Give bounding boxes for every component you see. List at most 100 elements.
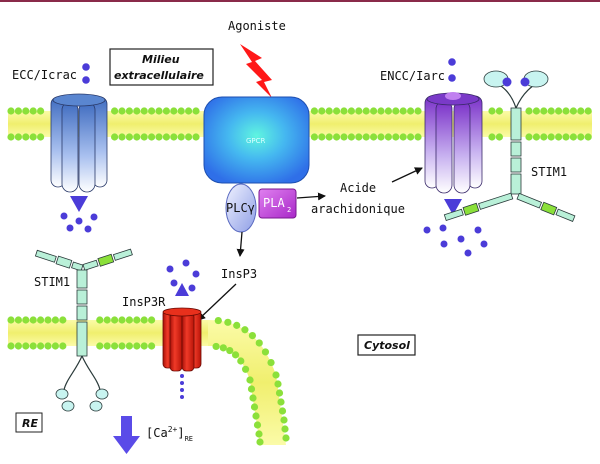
lipid-head — [162, 107, 170, 115]
acide-label-line1: Acide — [340, 181, 376, 195]
lipid-head — [212, 342, 220, 351]
lipid-head — [148, 316, 156, 324]
milieu-label-line1: Milieu — [142, 53, 180, 66]
ions-below-ecc — [60, 212, 98, 233]
lipid-head — [29, 107, 37, 115]
lipid-head — [219, 344, 227, 352]
lipid-head — [44, 342, 52, 350]
ca-decrease-arrow-icon — [113, 416, 140, 454]
pla2-subscript: 2 — [287, 206, 291, 214]
lipid-head — [37, 107, 45, 115]
lipid-head — [577, 107, 585, 115]
lipid-head — [325, 107, 333, 115]
lipid-head — [532, 133, 541, 141]
lipid-head — [547, 107, 555, 115]
lipid-head — [256, 438, 264, 446]
insp3r-flow-chevron-icon — [175, 283, 189, 296]
ecc-channel — [50, 93, 108, 193]
lipid-head — [224, 318, 232, 326]
ca-re-label: [Ca2+]RE — [146, 425, 193, 443]
lipid-head — [59, 342, 67, 350]
er-membrane-lipid-heads-bottom — [7, 342, 264, 446]
lipid-head — [148, 342, 156, 350]
lipid-head — [362, 133, 370, 141]
lipid-head — [275, 389, 284, 397]
lipid-head — [231, 351, 240, 359]
lipid-head — [414, 133, 422, 141]
cytosol-box — [357, 334, 416, 356]
lipid-head — [241, 326, 249, 334]
lipid-head — [226, 346, 234, 355]
lipid-head — [252, 412, 260, 420]
insp3r-flow-dots — [180, 374, 184, 399]
lipid-head — [392, 133, 400, 141]
lipid-head — [140, 107, 148, 115]
ions-above-ecc — [82, 63, 90, 84]
lipid-head — [355, 133, 363, 141]
insp3-label: InsP3 — [221, 267, 257, 281]
stim1-right-label: STIM1 — [531, 165, 567, 179]
acide-label-line2: arachidonique — [311, 202, 405, 216]
agoniste-label: Agoniste — [228, 19, 286, 33]
lipid-head — [14, 133, 22, 141]
ions-above-insp3r — [166, 259, 200, 292]
plasma-membrane-lipid-heads-bottom — [7, 133, 592, 141]
stim1-left-protein — [34, 248, 133, 412]
stim1-left-label: STIM1 — [34, 275, 70, 289]
encc-channel — [424, 92, 483, 194]
lipid-head — [333, 133, 341, 141]
lipid-head — [214, 316, 222, 325]
lipid-head — [22, 316, 30, 324]
lipid-head — [185, 133, 193, 141]
lipid-head — [562, 133, 570, 141]
lipid-head — [185, 107, 193, 115]
lipid-head — [562, 107, 570, 115]
lipid-head — [525, 133, 533, 141]
lipid-head — [261, 348, 270, 356]
gpcr-receptor — [203, 96, 310, 184]
lipid-head — [7, 133, 15, 141]
lipid-head — [7, 107, 15, 115]
lipid-head — [277, 398, 285, 406]
lipid-head — [310, 107, 318, 115]
lipid-head — [155, 107, 163, 115]
lipid-head — [247, 385, 256, 393]
lipid-head — [133, 342, 141, 350]
lipid-head — [255, 430, 263, 438]
top-border — [0, 0, 600, 2]
pla2-enzyme — [258, 188, 297, 219]
lipid-head — [125, 342, 133, 350]
lipid-head — [118, 133, 126, 141]
lipid-head — [155, 133, 163, 141]
lipid-head — [347, 107, 355, 115]
lipid-head — [555, 107, 563, 115]
lipid-head — [133, 316, 141, 324]
lipid-head — [407, 133, 415, 141]
lipid-head — [125, 316, 133, 324]
lipid-head — [399, 107, 407, 115]
lipid-head — [540, 107, 548, 115]
lipid-head — [555, 133, 563, 141]
lipid-head — [170, 107, 178, 115]
lipid-head — [162, 133, 170, 141]
lipid-head — [177, 133, 185, 141]
lipid-head — [250, 403, 259, 411]
insp3-to-receptor-arrow — [197, 283, 237, 321]
lipid-head — [192, 133, 200, 141]
lipid-head — [377, 133, 385, 141]
lipid-head — [37, 342, 45, 350]
lipid-head — [140, 133, 148, 141]
lipid-head — [282, 434, 290, 442]
lipid-head — [280, 416, 288, 424]
lipid-head — [22, 342, 30, 350]
lipid-head — [103, 316, 111, 324]
lipid-head — [22, 133, 30, 141]
lipid-head — [399, 133, 407, 141]
lipid-head — [249, 394, 257, 402]
lipid-head — [577, 133, 585, 141]
lipid-head — [569, 107, 578, 115]
lipid-head — [148, 133, 156, 141]
lipid-head — [584, 107, 592, 115]
lipid-head — [318, 107, 326, 115]
